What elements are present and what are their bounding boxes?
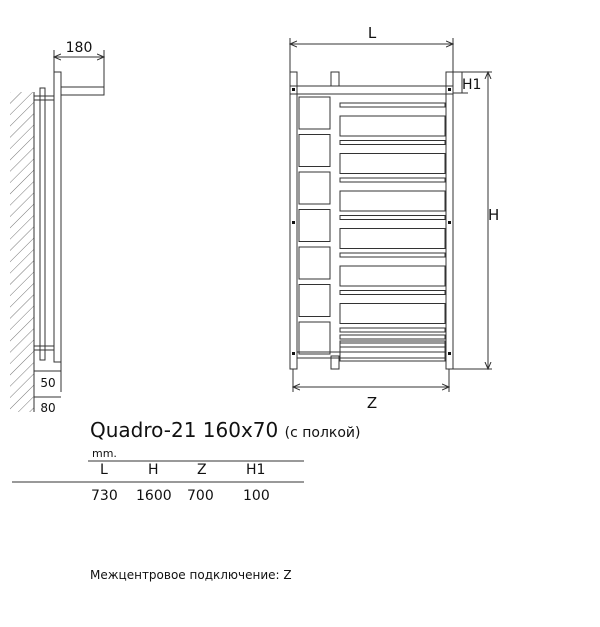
top-offset-label: H1 bbox=[462, 77, 481, 93]
thin-bar bbox=[339, 252, 446, 258]
wall-hatch bbox=[10, 92, 34, 412]
side-rail-outer bbox=[53, 71, 62, 363]
depth-label: 180 bbox=[66, 40, 93, 56]
product-variant: (с полкой) bbox=[284, 425, 361, 441]
wide-bar bbox=[339, 153, 446, 174]
left-panel bbox=[298, 171, 331, 205]
wide-bar bbox=[339, 115, 446, 137]
product-title: Quadro-21 160x70 (с полкой) bbox=[90, 418, 360, 442]
thin-bar bbox=[339, 102, 446, 108]
left-panel bbox=[298, 246, 331, 280]
width-label: L bbox=[368, 24, 377, 42]
mount-center bbox=[330, 71, 340, 87]
left-rail bbox=[289, 85, 298, 370]
fixing-point bbox=[448, 352, 451, 355]
fixing-point bbox=[448, 88, 451, 91]
thin-bar bbox=[339, 334, 446, 340]
spec-header-L: L bbox=[100, 462, 108, 478]
spec-header-H1: H1 bbox=[246, 462, 266, 478]
fixing-point bbox=[292, 221, 295, 224]
front-view bbox=[290, 38, 492, 392]
wide-bar bbox=[339, 340, 446, 362]
side-shelf bbox=[60, 86, 105, 96]
thin-bar bbox=[339, 215, 446, 220]
footnote: Межцентровое подключение: Z bbox=[90, 568, 292, 582]
wide-bar bbox=[339, 190, 446, 212]
left-panels bbox=[298, 96, 331, 355]
wide-bar bbox=[339, 228, 446, 249]
fixing-point bbox=[292, 88, 295, 91]
wide-bar bbox=[339, 265, 446, 287]
units-label: mm. bbox=[92, 447, 117, 460]
fixing-points bbox=[292, 88, 451, 355]
spec-value-L: 730 bbox=[91, 488, 118, 504]
right-bars bbox=[339, 102, 446, 362]
product-model: Quadro-21 160x70 bbox=[90, 418, 279, 442]
connection-label: Z bbox=[367, 394, 377, 412]
right-rail bbox=[445, 85, 454, 370]
mount-left bbox=[289, 71, 298, 87]
thin-bar bbox=[339, 342, 446, 348]
left-panel bbox=[298, 284, 331, 317]
spec-value-Z: 700 bbox=[187, 488, 214, 504]
thin-bar bbox=[339, 177, 446, 183]
wide-bar bbox=[339, 303, 446, 324]
side-rail-inner bbox=[39, 87, 46, 361]
mount-right bbox=[445, 71, 454, 87]
thin-bar bbox=[339, 140, 446, 145]
left-panel bbox=[298, 209, 331, 242]
spec-value-H1: 100 bbox=[243, 488, 270, 504]
shelf bbox=[289, 85, 454, 95]
fixing-point bbox=[292, 352, 295, 355]
side-view bbox=[10, 50, 104, 412]
bottom-mount-center bbox=[330, 355, 340, 370]
bottom-bar bbox=[296, 351, 447, 359]
offset-80-label: 80 bbox=[40, 401, 55, 415]
height-label: H bbox=[488, 206, 499, 224]
spec-header-H: H bbox=[148, 462, 159, 478]
left-panel bbox=[298, 321, 331, 355]
spec-header-Z: Z bbox=[197, 462, 207, 478]
thin-bar bbox=[339, 327, 446, 333]
spec-value-H: 1600 bbox=[136, 488, 172, 504]
offset-50-label: 50 bbox=[40, 376, 55, 390]
fixing-point bbox=[448, 221, 451, 224]
left-panel bbox=[298, 134, 331, 167]
thin-bar bbox=[339, 290, 446, 295]
left-panel bbox=[298, 96, 331, 130]
